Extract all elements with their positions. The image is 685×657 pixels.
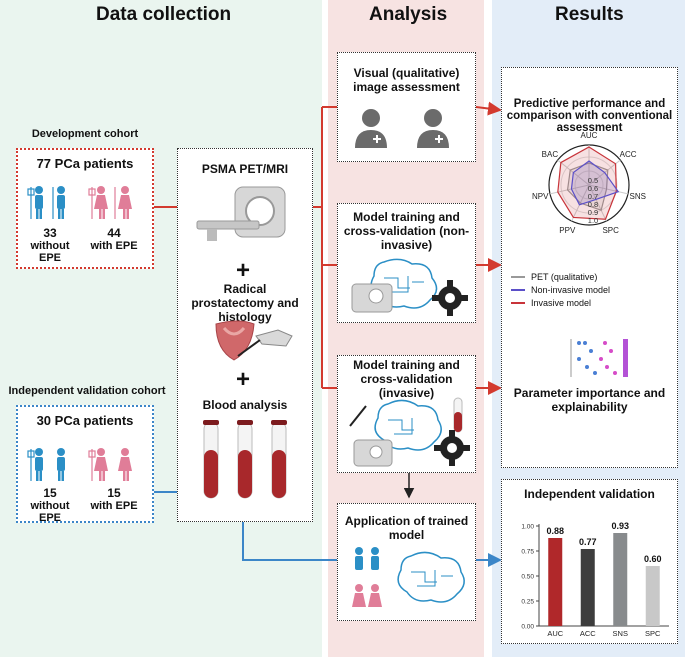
radar-tick-label: 0.8 — [588, 200, 598, 209]
bar-auc — [548, 538, 563, 626]
noninvasive-model-label: Model training and cross-validation (non… — [343, 210, 470, 252]
bar-value-label: 0.88 — [546, 526, 564, 536]
independent-validation-title: Independent validation — [524, 487, 655, 501]
radar-tick-label: 1.0 — [588, 216, 598, 225]
val-n-with: 15 — [107, 486, 121, 500]
legend-item: Non-invasive model — [511, 283, 665, 296]
val-patient-icons — [27, 448, 132, 481]
radar-chart: AUC ACC SNS SPC PPV NPV BAC 0.50.60.70.80.91.0 — [532, 131, 646, 235]
legend-item: PET (qualitative) — [511, 270, 665, 283]
radar-tick-label: 0.5 — [588, 176, 598, 185]
analysis-title: Analysis — [369, 4, 448, 25]
radar-series-1 — [557, 146, 617, 220]
legend-label: Invasive model — [531, 297, 592, 308]
brain-gear-icon-2 — [349, 397, 470, 467]
y-tick-label: 0.75 — [521, 549, 534, 556]
val-label-with: with EPE — [90, 500, 138, 512]
radar-axis-label: AUC — [581, 131, 598, 140]
feature-importance-plot-icon — [570, 339, 628, 377]
radar-axis-label: SPC — [602, 226, 619, 235]
val-label-without: without EPE — [30, 500, 70, 524]
apply-model-icon — [352, 547, 465, 607]
radar-axis-label: ACC — [620, 150, 637, 159]
invasive-model-label: Model training and cross-validation (inv… — [353, 358, 460, 400]
radar-spoke — [549, 184, 590, 195]
x-tick-label: AUC — [547, 629, 563, 638]
radar-spoke — [588, 184, 629, 195]
val-cohort-title: Independent validation cohort — [8, 385, 166, 397]
pet-scanner-icon — [196, 186, 286, 241]
plus-sign: + — [236, 257, 251, 284]
legend-swatch — [511, 275, 525, 278]
val-n-without: 15 — [43, 486, 57, 500]
dev-n-with: 44 — [107, 226, 121, 240]
data-collection-title: Data collection — [96, 4, 232, 25]
radar-series-2 — [570, 160, 620, 206]
y-tick-label: 0.50 — [521, 574, 534, 581]
radar-axis-label: PPV — [559, 226, 576, 235]
val-patient-count: 30 PCa patients — [36, 413, 134, 428]
bar-sns — [613, 533, 628, 626]
dev-cohort-title: Development cohort — [31, 128, 139, 140]
bar-spc — [645, 566, 660, 626]
legend-swatch — [511, 288, 525, 291]
radar-axis-label: BAC — [542, 150, 559, 159]
y-tick-label: 1.00 — [521, 524, 534, 531]
bar-value-label: 0.60 — [644, 554, 662, 564]
radar-tick-label: 0.6 — [588, 184, 598, 193]
results-title: Results — [555, 4, 624, 25]
radar-spoke — [588, 184, 607, 222]
legend-swatch — [511, 301, 525, 304]
apply-model-label: Application of trained model — [344, 514, 469, 542]
radar-tick-label: 0.7 — [588, 192, 598, 201]
dev-label-without: without EPE — [30, 240, 70, 264]
dev-label-with: with EPE — [90, 240, 138, 252]
performance-title: Predictive performance and comparison wi… — [506, 98, 673, 134]
dev-patient-count: 77 PCa patients — [36, 156, 134, 171]
x-tick-label: SPC — [645, 629, 661, 638]
blood-tubes-icon — [203, 420, 287, 499]
dev-n-without: 33 — [43, 226, 57, 240]
y-tick-label: 0.25 — [521, 599, 534, 606]
legend-label: PET (qualitative) — [531, 271, 598, 282]
legend-item: Invasive model — [511, 296, 665, 309]
prostate-histology-icon — [215, 320, 293, 361]
brain-gear-icon — [351, 258, 468, 316]
x-tick-label: SNS — [613, 629, 628, 638]
x-tick-label: ACC — [580, 629, 596, 638]
psma-label: PSMA PET/MRI — [201, 162, 289, 176]
plus-sign-2: + — [236, 366, 251, 393]
legend-label: Non-invasive model — [531, 284, 611, 295]
surgery-label: Radical prostatectomy and histology — [191, 282, 299, 324]
parameter-importance-title: Parameter importance and explainability — [513, 386, 666, 414]
bar-value-label: 0.93 — [611, 521, 629, 531]
radar-axis-label: SNS — [630, 192, 646, 201]
blood-label: Blood analysis — [202, 398, 288, 412]
dev-patient-icons — [27, 186, 132, 219]
bar-acc — [580, 549, 595, 626]
visual-assessment-label: Visual (qualitative) image assessment — [353, 66, 460, 94]
bar-value-label: 0.77 — [579, 537, 597, 547]
radar-tick-label: 0.9 — [588, 208, 598, 217]
y-tick-label: 0.00 — [521, 624, 534, 631]
performance-box — [501, 67, 678, 468]
physician-icon — [355, 109, 449, 148]
radar-axis-label: NPV — [532, 192, 549, 201]
